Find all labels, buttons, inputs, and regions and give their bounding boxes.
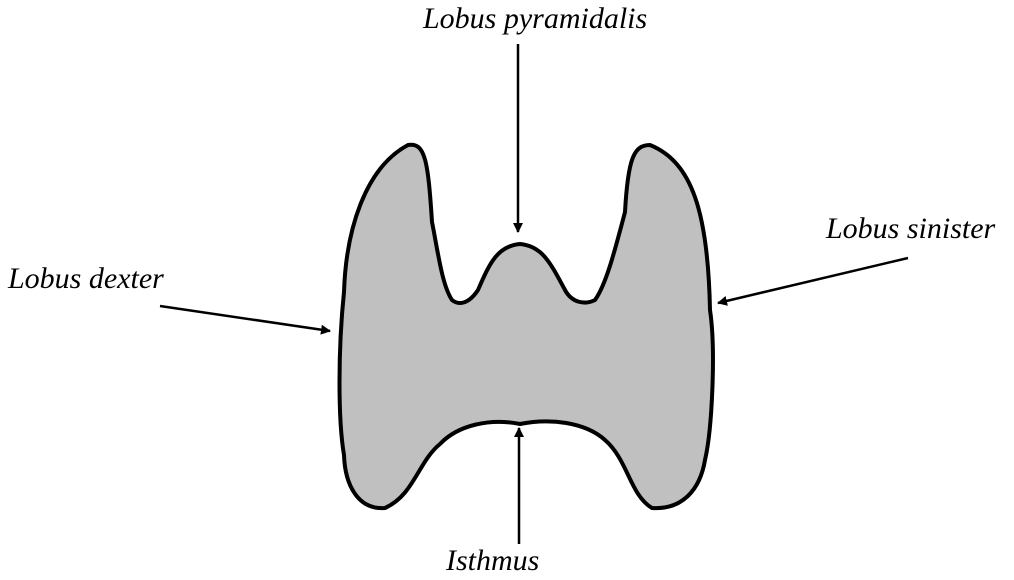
label-isthmus: Isthmus — [446, 544, 539, 578]
arrow-left-lobe — [718, 258, 908, 303]
label-lobus-dexter: Lobus dexter — [8, 262, 164, 296]
thyroid-gland-outline — [340, 145, 713, 508]
label-lobus-sinister: Lobus sinister — [826, 212, 995, 246]
label-lobus-pyramidalis: Lobus pyramidalis — [423, 2, 647, 36]
arrow-right-lobe — [160, 306, 330, 331]
